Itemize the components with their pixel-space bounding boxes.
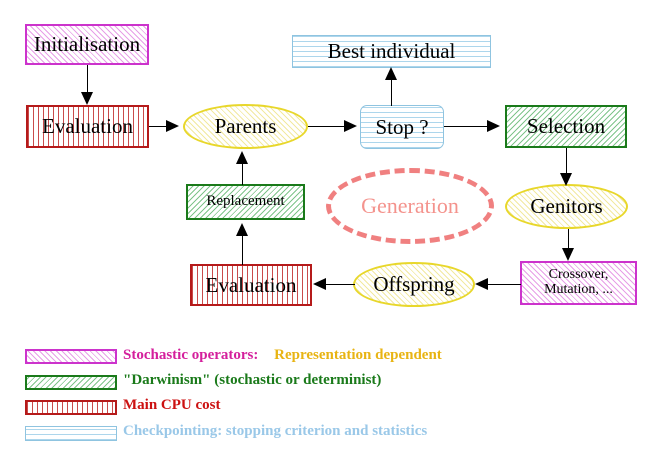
legend-swatch-stochastic xyxy=(25,349,117,364)
edge-initialisation-evaluation-arrow xyxy=(81,92,93,105)
node-parents[interactable]: Parents xyxy=(183,104,308,149)
edge-stop-selection-line xyxy=(444,126,488,127)
legend-label-cpu: Main CPU cost xyxy=(123,397,221,413)
edge-replacement-parents-line xyxy=(242,162,243,185)
edge-parents-stop-arrow xyxy=(344,120,357,132)
edge-genitors-crossover-arrow xyxy=(562,248,574,261)
node-offspring[interactable]: Offspring xyxy=(353,262,475,307)
edge-stop-best-arrow xyxy=(385,67,397,80)
legend-label-representation: Representation dependent xyxy=(274,347,442,363)
node-evaluation-top[interactable]: Evaluation xyxy=(26,105,149,148)
legend-swatch-darwinism xyxy=(25,375,117,390)
node-replacement[interactable]: Replacement xyxy=(186,184,305,220)
legend-label-stochastic: Stochastic operators: xyxy=(123,347,259,363)
edge-evaluation-parents-arrow xyxy=(166,120,179,132)
edge-crossover-offspring-line xyxy=(487,284,521,285)
edge-stop-best-line xyxy=(391,76,392,106)
legend-label-darwinism: "Darwinism" (stochastic or determinist) xyxy=(123,372,382,388)
legend-swatch-cpu xyxy=(25,400,117,415)
edge-initialisation-evaluation-line xyxy=(87,65,88,94)
node-crossover-mutation[interactable]: Crossover, Mutation, ... xyxy=(520,261,637,305)
legend-row-stochastic: Stochastic operators: Representation dep… xyxy=(123,347,442,364)
node-selection[interactable]: Selection xyxy=(505,105,627,148)
edge-evaluation-replacement-line xyxy=(242,233,243,265)
node-genitors[interactable]: Genitors xyxy=(505,184,628,229)
edge-evaluation-parents-line xyxy=(149,126,169,127)
edge-selection-genitors-arrow xyxy=(560,173,572,186)
edge-genitors-crossover-line xyxy=(568,229,569,251)
edge-selection-genitors-line xyxy=(566,148,567,175)
legend-swatch-checkpointing xyxy=(25,426,117,441)
node-generation: Generation xyxy=(326,168,494,244)
edge-evaluation-replacement-arrow xyxy=(236,223,248,236)
legend-label-checkpointing: Checkpointing: stopping criterion and st… xyxy=(123,423,428,439)
edge-crossover-offspring-arrow xyxy=(475,278,488,290)
node-initialisation[interactable]: Initialisation xyxy=(25,24,149,65)
edge-offspring-evaluation-arrow xyxy=(313,278,326,290)
edge-offspring-evaluation-line xyxy=(325,284,355,285)
node-evaluation-bottom[interactable]: Evaluation xyxy=(190,264,312,306)
edge-parents-stop-line xyxy=(308,126,346,127)
edge-replacement-parents-arrow xyxy=(236,151,248,164)
edge-stop-selection-arrow xyxy=(487,120,500,132)
node-best-individual[interactable]: Best individual xyxy=(292,35,491,68)
node-stop[interactable]: Stop ? xyxy=(360,105,444,149)
